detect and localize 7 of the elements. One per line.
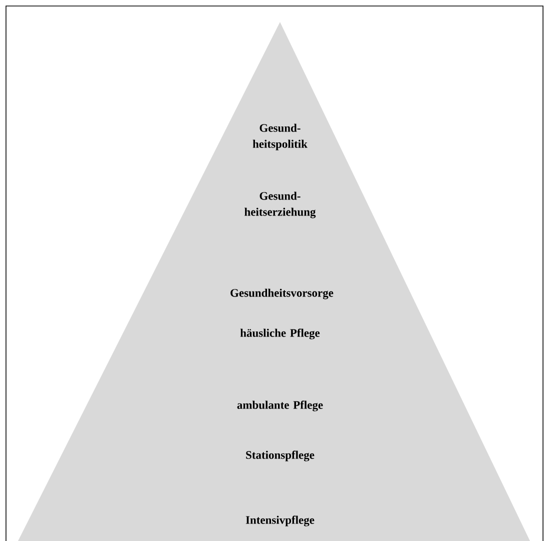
level-label: Stationspflege — [246, 450, 314, 462]
level-label: Gesund- heitspolitik — [252, 124, 308, 150]
level-label: Gesund- heitserziehung — [244, 192, 316, 218]
level-label: Gesundheitsvorsorge — [230, 288, 334, 300]
level-label: Intensivpflege — [246, 516, 314, 526]
level-label: häusliche Pflege — [240, 328, 320, 340]
level-label: ambulante Pflege — [237, 400, 323, 412]
